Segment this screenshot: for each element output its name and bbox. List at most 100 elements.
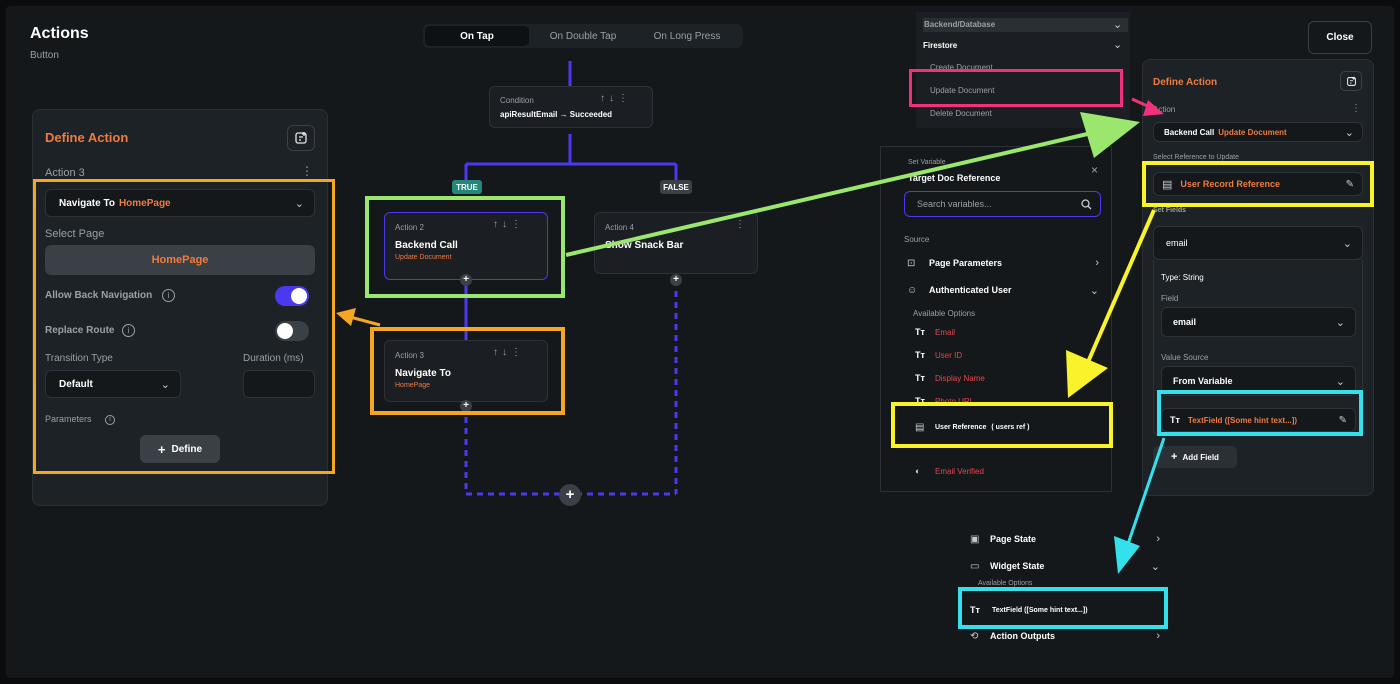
- menu-item-create-document[interactable]: Create Document: [930, 63, 993, 72]
- variable-search-input[interactable]: Search variables...: [904, 191, 1101, 217]
- note-add-icon: [295, 132, 307, 144]
- more-vert-icon[interactable]: ⋮: [1351, 103, 1361, 114]
- action-number: Action 2: [395, 223, 424, 232]
- transition-select[interactable]: Default ⌄: [45, 370, 181, 398]
- panel-title: Define Action: [45, 130, 129, 145]
- user-reference-label: User Reference: [935, 424, 987, 431]
- chevron-down-icon: ⌄: [1335, 375, 1345, 388]
- available-options-label: Available Options: [913, 309, 976, 318]
- action-number: Action 4: [605, 223, 634, 232]
- action-3-node[interactable]: Action 3 Navigate To HomePage ↑↓⋮: [384, 340, 548, 402]
- menu-item-delete-document[interactable]: Delete Document: [930, 109, 992, 118]
- allow-back-toggle[interactable]: [275, 286, 309, 306]
- action-subtitle: HomePage: [395, 382, 431, 389]
- search-placeholder: Search variables...: [917, 199, 992, 209]
- define-button[interactable]: +Define: [140, 435, 220, 463]
- action-title: Show Snack Bar: [605, 240, 684, 251]
- add-action-button-main[interactable]: +: [559, 484, 581, 506]
- chevron-down-icon: ⌄: [1342, 237, 1352, 250]
- page-parameters-item[interactable]: ⊡ Page Parameters ›: [907, 255, 1103, 271]
- reorder-icons[interactable]: ↑↓⋮: [493, 347, 525, 358]
- condition-label: Condition: [500, 96, 534, 105]
- option-label: User ID: [935, 350, 963, 360]
- field-name: email: [1166, 238, 1188, 248]
- add-field-button[interactable]: +Add Field: [1153, 446, 1237, 468]
- reference-select[interactable]: ▤ User Record Reference ✎: [1153, 172, 1363, 196]
- select-page-label: Select Page: [45, 228, 105, 240]
- action-label: Action: [1153, 105, 1176, 114]
- tab-on-double-tap[interactable]: On Double Tap: [549, 30, 617, 42]
- more-vert-icon[interactable]: ⋮: [735, 219, 745, 230]
- option-user-reference[interactable]: ▤ User Reference ( users ref ): [915, 422, 1030, 433]
- plus-icon: +: [157, 441, 166, 457]
- text-type-icon: Tт: [1170, 415, 1180, 425]
- textfield-option[interactable]: Tт TextField ([Some hint text...]): [970, 603, 1160, 617]
- field-label: Field: [1161, 294, 1179, 303]
- chevron-right-icon: ›: [1156, 630, 1160, 642]
- page-title: Actions: [30, 25, 89, 42]
- action-outputs-icon: ⟲: [970, 630, 979, 642]
- field-row-email[interactable]: email ⌄: [1153, 226, 1363, 260]
- replace-route-toggle[interactable]: [275, 321, 309, 341]
- backend-section[interactable]: Backend/Database: [923, 18, 1128, 32]
- edit-icon[interactable]: ✎: [1345, 178, 1354, 190]
- condition-value: apiResultEmail → Succeeded: [500, 110, 613, 119]
- textfield-variable[interactable]: Tт TextField ([Some hint text...]) ✎: [1161, 408, 1356, 432]
- chevron-right-icon: ›: [1156, 533, 1160, 545]
- value-source-value: From Variable: [1173, 376, 1233, 386]
- action-outputs-label: Action Outputs: [990, 631, 1055, 641]
- option-email-verified[interactable]: ◐Email Verified: [915, 466, 984, 476]
- edit-icon[interactable]: ✎: [1338, 414, 1347, 426]
- chevron-down-icon: ⌄: [1150, 560, 1160, 573]
- action-outputs-item[interactable]: ⟲ Action Outputs ›: [970, 629, 1160, 643]
- page-state-item[interactable]: ▣ Page State ›: [970, 532, 1160, 546]
- info-icon: i: [162, 289, 175, 302]
- duration-input[interactable]: [243, 370, 315, 398]
- define-action-panel-left: Define Action Action 3 ⋮ Navigate To Hom…: [32, 109, 328, 506]
- add-action-button[interactable]: +: [460, 274, 472, 286]
- authenticated-user-item[interactable]: ☺ Authenticated User ⌄: [907, 282, 1103, 298]
- transition-value: Default: [59, 378, 93, 390]
- type-label: Type: String: [1161, 273, 1204, 282]
- firestore-group[interactable]: Firestore: [923, 41, 958, 50]
- more-vert-icon[interactable]: ⋮: [301, 164, 313, 178]
- action-type-select[interactable]: Backend Call Update Document ⌄: [1153, 122, 1363, 142]
- option-email[interactable]: Tт Email: [915, 327, 955, 337]
- chevron-down-icon: ⌄: [1344, 126, 1354, 139]
- action-type-select[interactable]: Navigate To HomePage ⌄: [45, 189, 315, 217]
- close-button[interactable]: Close: [1308, 21, 1372, 54]
- chevron-down-icon: ⌄: [1113, 19, 1123, 31]
- chevron-down-icon: ⌄: [1089, 284, 1099, 297]
- reorder-icons[interactable]: ↑↓⋮: [493, 219, 525, 230]
- condition-node[interactable]: Condition apiResultEmail → Succeeded ↑↓⋮: [489, 86, 653, 128]
- textfield-option-label: TextField ([Some hint text...]): [992, 606, 1088, 614]
- menu-item-update-document[interactable]: Update Document: [930, 86, 995, 95]
- page-subtitle: Button: [30, 50, 59, 61]
- add-action-button[interactable]: +: [460, 400, 472, 412]
- text-type-icon: Tт: [915, 396, 925, 406]
- add-action-button[interactable]: +: [670, 274, 682, 286]
- option-label: Email Verified: [935, 466, 984, 476]
- close-icon[interactable]: ×: [1091, 163, 1099, 177]
- backend-section-label: Backend/Database: [924, 20, 996, 29]
- widget-state-item[interactable]: ▭ Widget State ⌄: [970, 559, 1160, 573]
- field-select[interactable]: email ⌄: [1161, 307, 1356, 337]
- chevron-down-icon: ⌄: [1335, 316, 1345, 329]
- option-label: Email: [935, 327, 956, 337]
- person-icon: ☺: [907, 284, 918, 296]
- add-field-label: Add Field: [1182, 452, 1219, 462]
- page-state-icon: ▣: [970, 533, 980, 545]
- reorder-icons[interactable]: ↑↓⋮: [600, 93, 632, 104]
- authenticated-user-label: Authenticated User: [929, 285, 1012, 295]
- page-select[interactable]: HomePage: [45, 245, 315, 275]
- add-note-button[interactable]: [287, 125, 315, 151]
- action-2-node[interactable]: Action 2 Backend Call Update Document ↑↓…: [384, 212, 548, 280]
- tab-on-tap[interactable]: On Tap: [425, 26, 529, 46]
- text-type-icon: Tт: [915, 327, 925, 337]
- add-note-button[interactable]: [1340, 71, 1362, 91]
- tab-on-long-press[interactable]: On Long Press: [653, 30, 721, 42]
- parameters-label: Parameters: [45, 414, 92, 424]
